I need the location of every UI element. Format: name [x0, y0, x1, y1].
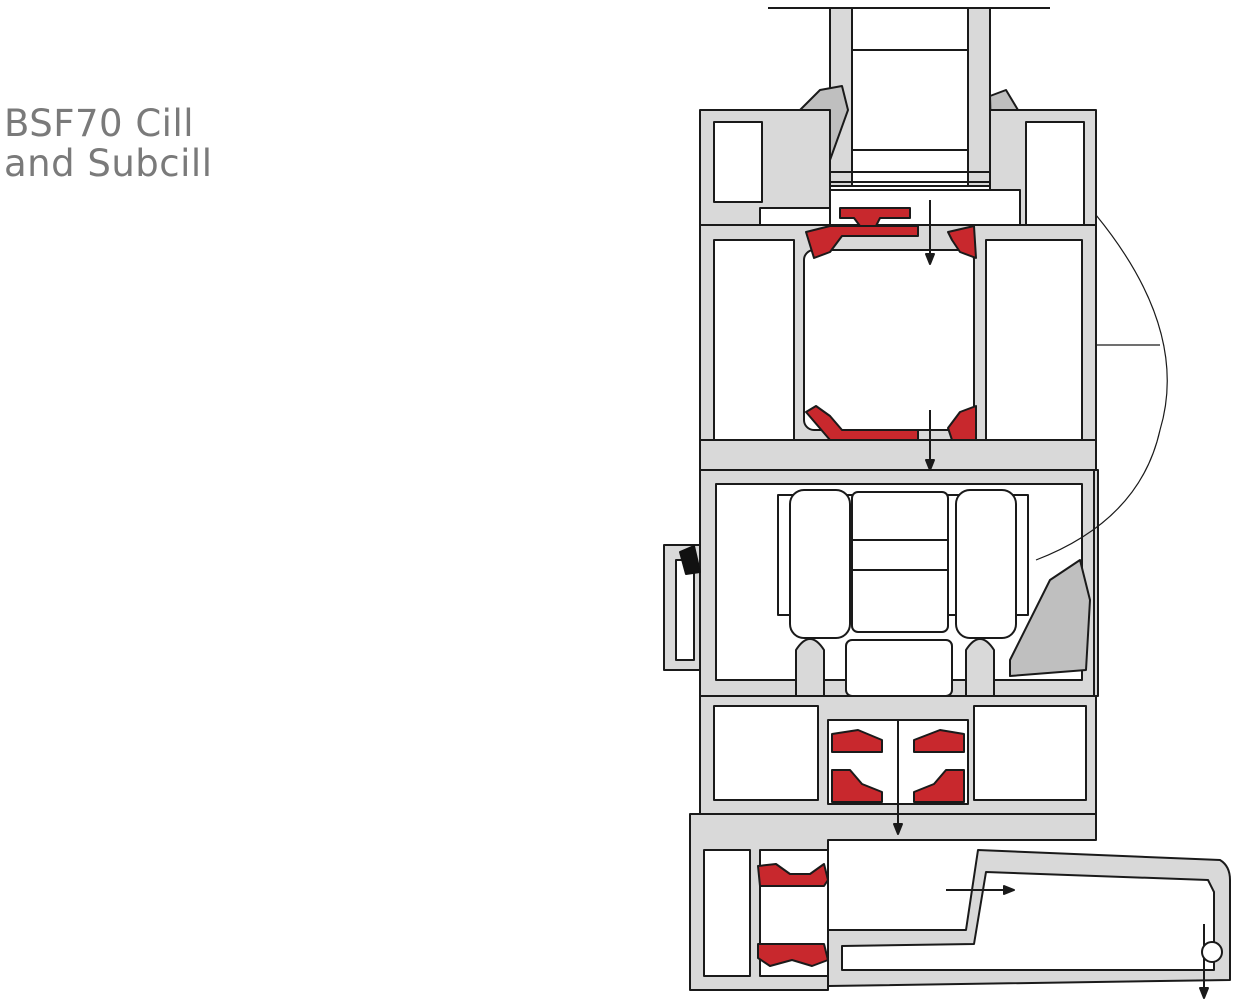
frame-lower-chamber-right	[973, 705, 1087, 801]
sash-chamber-outer-left	[713, 239, 795, 441]
sash-chamber-left	[713, 121, 763, 203]
title-line-2: and Subcill	[4, 142, 213, 185]
roller-guide-right	[965, 638, 995, 701]
frame-lower-chamber-left	[713, 705, 819, 801]
title-line-1: BSF70 Cill	[4, 102, 195, 145]
sash-chamber-center	[803, 249, 975, 431]
thermal-break-subcill	[757, 863, 829, 967]
thermal-break-frame	[831, 729, 965, 803]
weather-gasket-right	[1009, 559, 1091, 677]
end-cap-circle	[1201, 941, 1223, 963]
drawing-title: BSF70 Cill and Subcill	[4, 104, 212, 184]
handle-outline	[1035, 214, 1168, 561]
roller-guide-left	[795, 638, 825, 701]
sash-chamber-outer-right	[985, 239, 1083, 441]
drainage-arrows	[893, 200, 1209, 999]
roller-assembly	[777, 489, 1029, 697]
glazing-unit	[829, 7, 991, 187]
thermal-break-sash	[805, 207, 977, 441]
brush-seal	[679, 545, 701, 575]
sash-chamber-right	[1025, 121, 1085, 229]
